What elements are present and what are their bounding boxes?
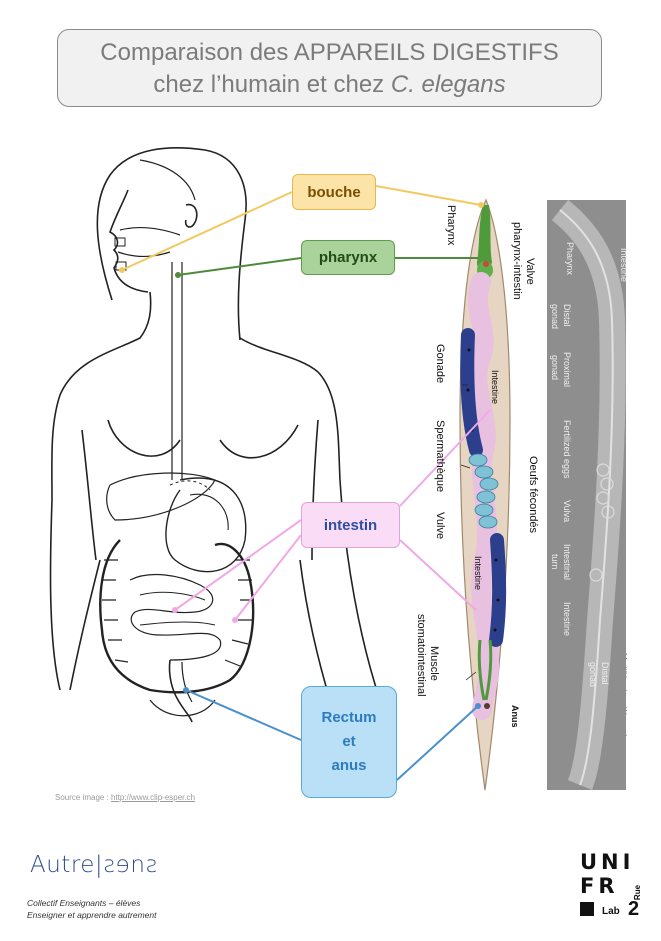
autresens-logo: Autre|ꙅɘnꙅ — [30, 852, 158, 878]
worm-label-pharynx: Pharynx — [445, 205, 457, 246]
title-line-2: chez l’humain et chez C. elegans — [58, 69, 601, 101]
credit-link[interactable]: Wormatlas.org — [619, 706, 628, 759]
intestin-label: intestin — [301, 502, 400, 548]
micro-label-intestinal-turn-2: turn — [550, 554, 560, 570]
species-name: C. elegans — [390, 71, 506, 98]
micro-label-intestine-bottom: Intestine — [562, 602, 572, 637]
bouche-label: bouche — [292, 174, 376, 210]
rectum-label-line-2: et — [342, 733, 356, 750]
worm-label-spermatheque: Spermathèque — [434, 420, 446, 493]
unifr-row-1: UNI — [580, 850, 635, 874]
micro-label-intestine-top: Intestine — [619, 248, 629, 283]
micro-label-intestinal-turn: Intestinal — [562, 544, 572, 581]
micro-label-distal-gonad-2: gonad — [550, 304, 560, 330]
worm-schematic — [459, 198, 511, 791]
human-figure — [49, 147, 381, 723]
title-line-2-prefix: chez l’humain et chez — [153, 71, 391, 98]
unifr-square — [580, 902, 594, 916]
micro-label-distal-gonad: Distal — [562, 304, 572, 327]
credit-prefix: Modifié selon : — [619, 653, 628, 707]
unifr-row-2: FR — [580, 874, 619, 898]
micro-label-proximal-gonad: Proximal — [562, 352, 572, 388]
worm-label-muscle-2: stomatointestinal — [415, 614, 427, 697]
unifr-number: 2 — [628, 898, 640, 920]
title-box: Comparaison des APPAREILS DIGESTIFS chez… — [57, 29, 602, 107]
worm-label-oeufs: Oeufs fécondés — [527, 456, 539, 534]
connectors — [119, 185, 491, 781]
source-prefix: Source image : — [55, 793, 112, 802]
worm-label-valve: Valve — [524, 258, 536, 285]
source-link[interactable]: http://www.clip-esper.ch — [111, 793, 196, 802]
worm-label-gonade: Gonade — [434, 344, 446, 384]
rectum-label-line-1: Rectum — [321, 709, 377, 726]
image-credit: Modifié selon : Wormatlas.org — [619, 653, 628, 759]
unifr-lab: Lab — [602, 906, 620, 917]
image-source: Source image : http://www.clip-esper.ch — [55, 793, 195, 802]
worm-label-intestine-a: Intestine — [490, 370, 500, 405]
micro-label-distal-gonad-bottom: Distal — [600, 662, 610, 685]
pharynx-label: pharynx — [301, 240, 395, 275]
worm-label-valve-2: pharynx-intestin — [511, 222, 523, 300]
micro-label-distal-gonad-bottom-2: gonad — [588, 662, 598, 688]
worm-label-muscle: Muscle — [428, 646, 440, 681]
unifr-logo: UNI FR Rue Lab 2 — [580, 850, 642, 920]
autresens-subtitle-2: Enseigner et apprendre autrement — [27, 910, 157, 920]
micro-label-proximal-gonad-2: gonad — [550, 355, 560, 381]
micro-label-vulva: Vulva — [562, 500, 572, 523]
eggs — [468, 453, 499, 529]
title-line-1: Comparaison des APPAREILS DIGESTIFS — [100, 39, 559, 66]
worm-label-vulve: Vulve — [434, 512, 446, 540]
worm-label-intestine-b: Intestine — [473, 556, 483, 591]
autresens-subtitle-1: Collectif Enseignants – élèves — [27, 898, 141, 908]
rectum-label: Rectum et anus — [301, 686, 397, 798]
worm-label-anus: Anus — [510, 705, 520, 728]
rectum-label-line-3: anus — [331, 757, 367, 774]
micro-label-fertilized-eggs: Fertilized eggs — [562, 420, 572, 479]
worm-micrograph — [547, 199, 626, 790]
micro-label-pharynx: Pharynx — [565, 242, 575, 276]
